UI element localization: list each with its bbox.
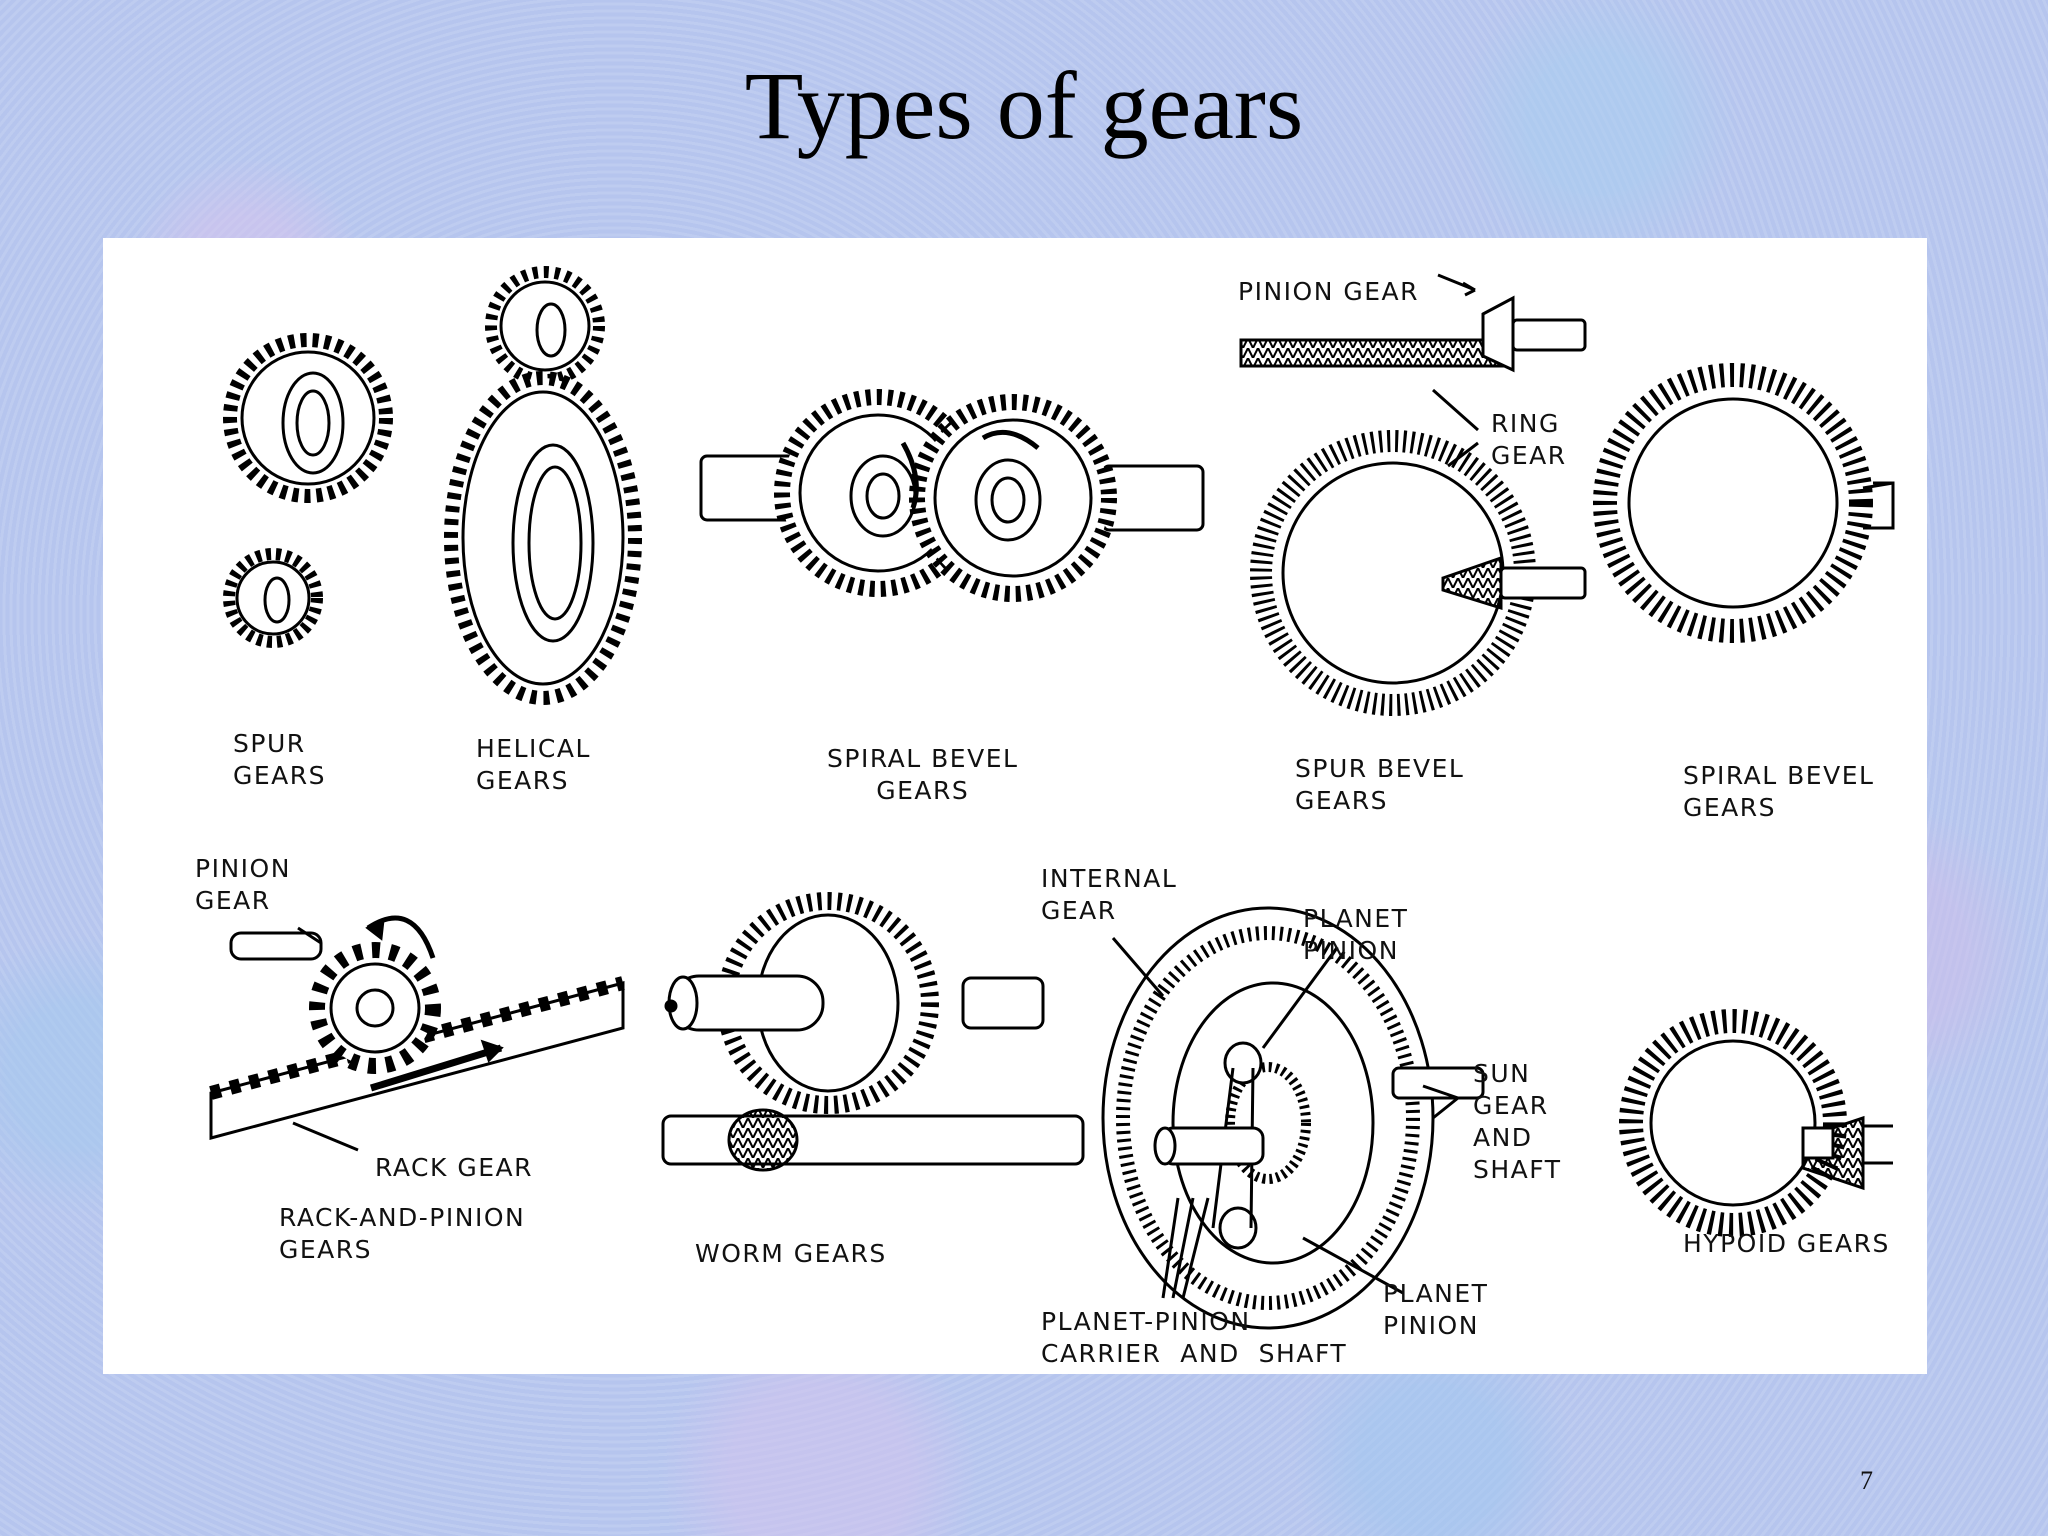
spur-gears-drawing (223, 333, 393, 648)
label-spiral-bevel-gears-right: SPIRAL BEVEL GEARS (1683, 761, 1875, 822)
spiral-bevel-right-drawing (1593, 363, 1895, 643)
label-rack-gear: RACK GEAR (375, 1153, 533, 1182)
spur-bevel-gears-drawing (1239, 273, 1587, 716)
hypoid-gears-drawing (1619, 1009, 1893, 1237)
label-sun-gear-and-shaft: SUN GEAR AND SHAFT (1473, 1059, 1562, 1184)
label-planet-pinion-carrier: PLANET-PINION CARRIER AND SHAFT (1041, 1307, 1348, 1368)
label-ring-gear: RING GEAR (1491, 409, 1567, 470)
label-spur-gears: SPUR GEARS (233, 729, 327, 790)
label-hypoid-gears: HYPOID GEARS (1683, 1229, 1890, 1258)
label-spiral-bevel-gears-pair: SPIRAL BEVEL GEARS (827, 744, 1019, 805)
page-number: 7 (1860, 1466, 1873, 1495)
spiral-bevel-pair-drawing (699, 389, 1205, 602)
planetary-gears-drawing (1101, 906, 1485, 1330)
label-planet-pinion-top: PLANET PINION (1303, 904, 1409, 965)
label-helical-gears: HELICAL GEARS (476, 734, 591, 795)
slide-title: Types of gears (744, 52, 1304, 159)
label-planet-pinion-bottom: PLANET PINION (1383, 1279, 1489, 1340)
label-internal-gear: INTERNAL GEAR (1041, 864, 1178, 925)
gear-types-figure: SPUR GEARS HELICAL GEARS SPIRAL BEVEL GE… (103, 238, 1927, 1374)
label-spur-bevel-gears: SPUR BEVEL GEARS (1295, 754, 1465, 815)
label-worm-gears: WORM GEARS (695, 1239, 887, 1268)
worm-gears-drawing (661, 892, 1085, 1172)
label-pinion-gear-rack: PINION GEAR (195, 854, 291, 915)
helical-gears-drawing (444, 266, 642, 705)
label-rack-and-pinion-gears: RACK-AND-PINION GEARS (279, 1203, 526, 1264)
gear-drawings (209, 266, 1895, 1330)
rack-and-pinion-drawing (209, 915, 625, 1152)
label-pinion-gear-top: PINION GEAR (1238, 277, 1419, 306)
